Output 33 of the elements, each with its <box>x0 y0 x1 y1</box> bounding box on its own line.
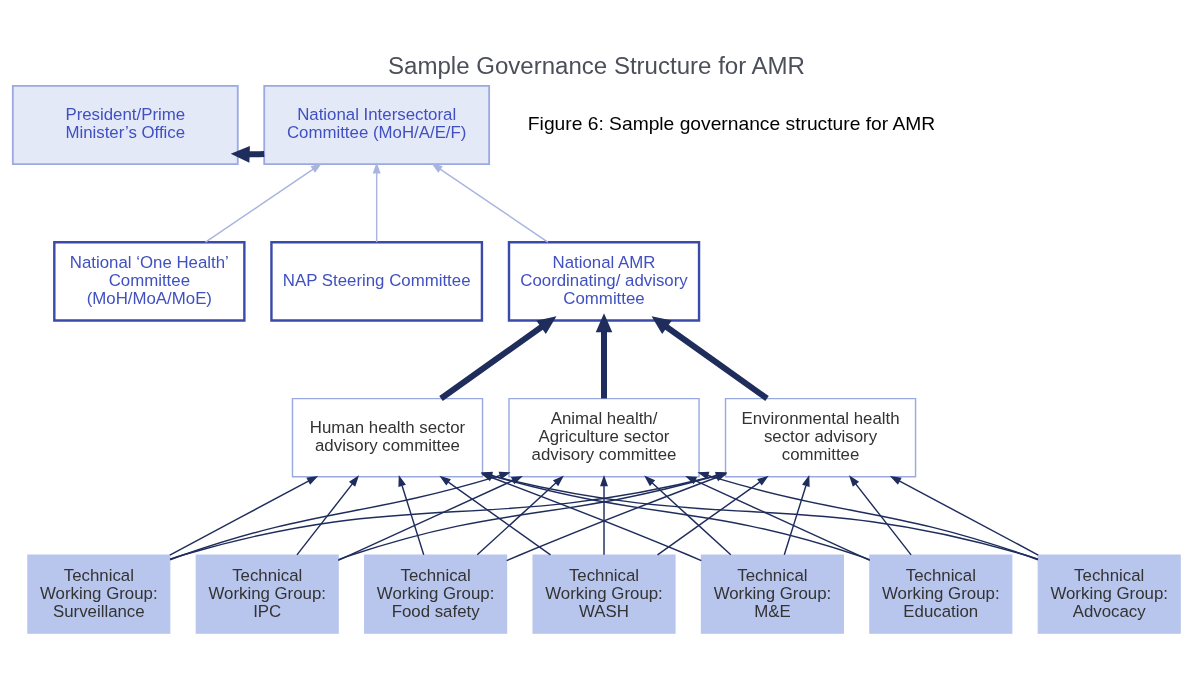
arrow <box>296 474 360 556</box>
node-box: President/Prime Minister’s Office <box>11 84 239 165</box>
node-box: Human health sector advisory committee <box>291 397 484 478</box>
arrow <box>169 475 319 556</box>
arrow <box>439 315 557 401</box>
node-box: Technical Working Group: IPC <box>195 553 339 634</box>
arrow <box>889 475 1039 556</box>
node-box: Technical Working Group: Surveillance <box>27 553 171 634</box>
arrow <box>685 475 871 561</box>
node-box: Technical Working Group: Education <box>869 553 1013 634</box>
node-box: NAP Steering Committee <box>270 240 484 322</box>
arrow <box>644 475 732 556</box>
node-box: National AMR Coordinating/ advisory Committee <box>507 240 701 322</box>
node-box: National ‘One Health’ Committee (MoH/MoA/MoE) <box>53 240 246 322</box>
label: Figure 6: Sample governance structure for AMR <box>527 112 936 134</box>
arrow <box>849 474 912 556</box>
diagram-title: Sample Governance Structure for AMR <box>388 51 805 79</box>
arrow <box>651 315 769 401</box>
node-box: National Intersectoral Committee (MoH/A/E/F) <box>263 84 491 165</box>
arrow <box>595 312 613 398</box>
node-box: Technical Working Group: Food safety <box>364 553 508 634</box>
arrow <box>372 161 381 243</box>
arrow <box>656 475 769 556</box>
node-box: Technical Working Group: WASH <box>532 553 676 634</box>
arrow <box>783 474 810 556</box>
arrow <box>398 474 425 556</box>
arrow <box>431 162 549 243</box>
node-box: Environmental health sector advisory committee <box>724 397 917 478</box>
arrow <box>600 474 608 556</box>
node-box: Technical Working Group: Advocacy <box>1037 553 1181 634</box>
node-box: Technical Working Group: M&E <box>700 553 844 634</box>
node-box: Animal health/ Agriculture sector advisory committee <box>508 397 700 478</box>
arrow <box>204 162 323 243</box>
